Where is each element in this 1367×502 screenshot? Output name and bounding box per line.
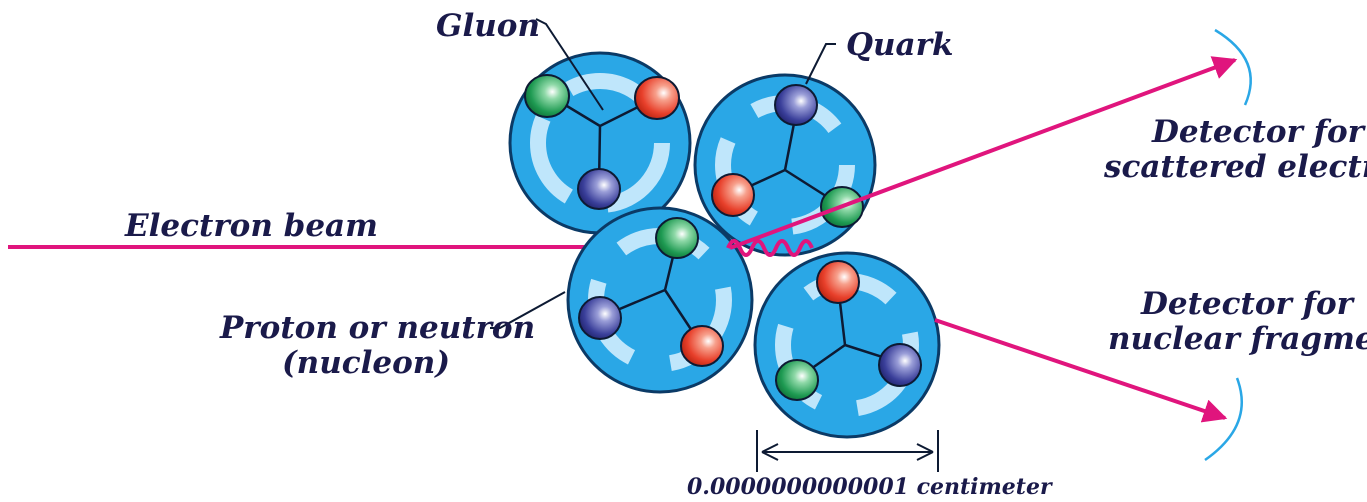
quark-red <box>634 76 680 120</box>
nuclear-fragment-line <box>934 318 1228 423</box>
nucleon-bottom-left <box>566 206 754 394</box>
nucleon-label-line1: Proton or neutron <box>219 310 535 346</box>
scale-bar <box>756 430 939 472</box>
quark-green <box>524 74 570 118</box>
quark-label: Quark <box>846 27 953 63</box>
quark-blue <box>774 84 818 126</box>
nucleon-bottom-right <box>753 251 941 439</box>
nucleon-top-left <box>508 51 692 235</box>
detector-arc-fragment <box>1204 377 1244 462</box>
detector-electron-label-line2: scattered electron <box>1103 149 1367 185</box>
gluon-label: Gluon <box>436 8 540 44</box>
quark-leader <box>805 43 836 85</box>
photon-wiggle <box>726 239 814 257</box>
detector-fragment-label-line2: nuclear fragment <box>1108 321 1367 357</box>
quark-blue <box>577 168 621 210</box>
quark-red <box>680 325 724 367</box>
quark-blue <box>878 343 922 387</box>
detector-electron-label-line1: Detector for <box>1151 114 1367 150</box>
quark-blue <box>578 296 622 340</box>
electron-beam-label: Electron beam <box>124 208 378 244</box>
detector-fragment-label-line1: Detector for <box>1140 286 1356 322</box>
gluon-leader <box>535 18 604 111</box>
nucleon-leader <box>490 291 566 329</box>
quark-green <box>775 359 819 401</box>
quark-red <box>711 173 755 217</box>
scale-label: 0.0000000000001 centimeter <box>687 474 1053 497</box>
quark-green <box>655 217 699 259</box>
quark-red <box>816 260 860 304</box>
scattered-electron-line <box>729 56 1238 250</box>
nucleon-label-line2: (nucleon) <box>282 345 450 381</box>
detector-arc-electron <box>1214 28 1252 106</box>
